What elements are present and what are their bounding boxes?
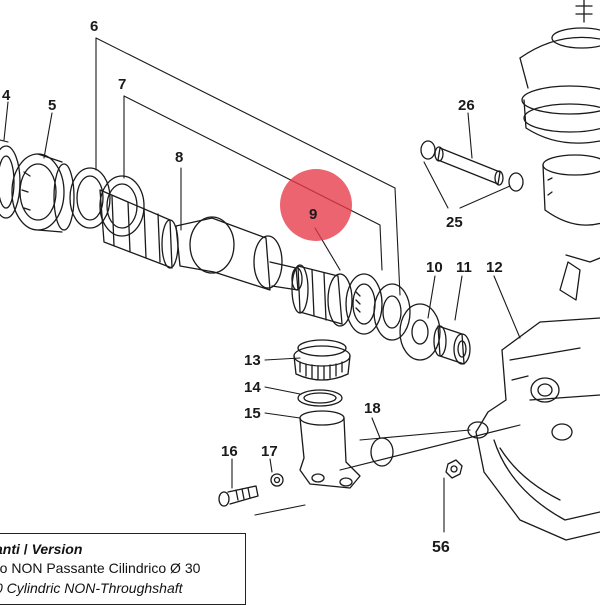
cap-part-13 [293,339,351,381]
callout-12: 12 [486,259,503,276]
callout-14: 14 [244,379,261,396]
caption-english-description: 0 Cylindric NON-Throughshaft [0,580,183,596]
splined-sleeve [99,189,179,269]
callout-26: 26 [458,97,475,114]
callout-10: 10 [426,259,443,276]
oring-part-18 [370,437,394,467]
callout-8: 8 [175,149,183,166]
assembly-guide-lines [0,37,521,516]
gearbox-housing-part-12 [467,254,600,541]
caption-box: anti / Version ro NON Passante Cilindric… [0,533,246,605]
bushing-part-11 [433,325,471,365]
nut-part-56 [445,459,463,479]
caption-italian-word: anti [0,541,20,557]
ring-part-4 [0,145,21,219]
upper-housing-assembly [519,0,600,226]
caption-separator: / [19,541,32,557]
shaft-part-8 [175,216,303,291]
washer-part-10 [399,303,441,361]
callout-4: 4 [2,87,11,104]
callout-56: 56 [432,539,450,556]
caption-version-heading: anti / Version [0,541,82,557]
bearing-part-5 [11,153,75,233]
callout-16: 16 [221,443,238,460]
highlight-marker [280,169,352,241]
circlip-part-25 [420,140,524,192]
callout-25: 25 [446,214,463,231]
callout-9: 9 [309,206,317,223]
washer-part-9c [373,283,411,341]
callout-numbers: 4 5 6 7 8 9 10 11 12 13 14 15 16 17 18 2… [2,18,503,556]
ring-part-6 [69,167,111,229]
body-part-15 [299,410,361,489]
bearing-part-9 [291,264,353,327]
pin-part-26 [434,146,504,186]
caption-english-word: Version [31,541,83,557]
callout-15: 15 [244,405,261,422]
callout-6: 6 [90,18,98,35]
washer-part-17 [270,473,284,487]
callout-13: 13 [244,352,261,369]
callout-18: 18 [364,400,381,417]
callout-7: 7 [118,76,126,93]
leader-lines [3,101,521,533]
screw-part-16 [218,485,259,507]
callout-11: 11 [456,259,472,276]
gasket-part-14 [297,389,343,407]
caption-italian-description: ro NON Passante Cilindrico Ø 30 [0,560,201,576]
callout-17: 17 [261,443,278,460]
callout-5: 5 [48,97,56,114]
